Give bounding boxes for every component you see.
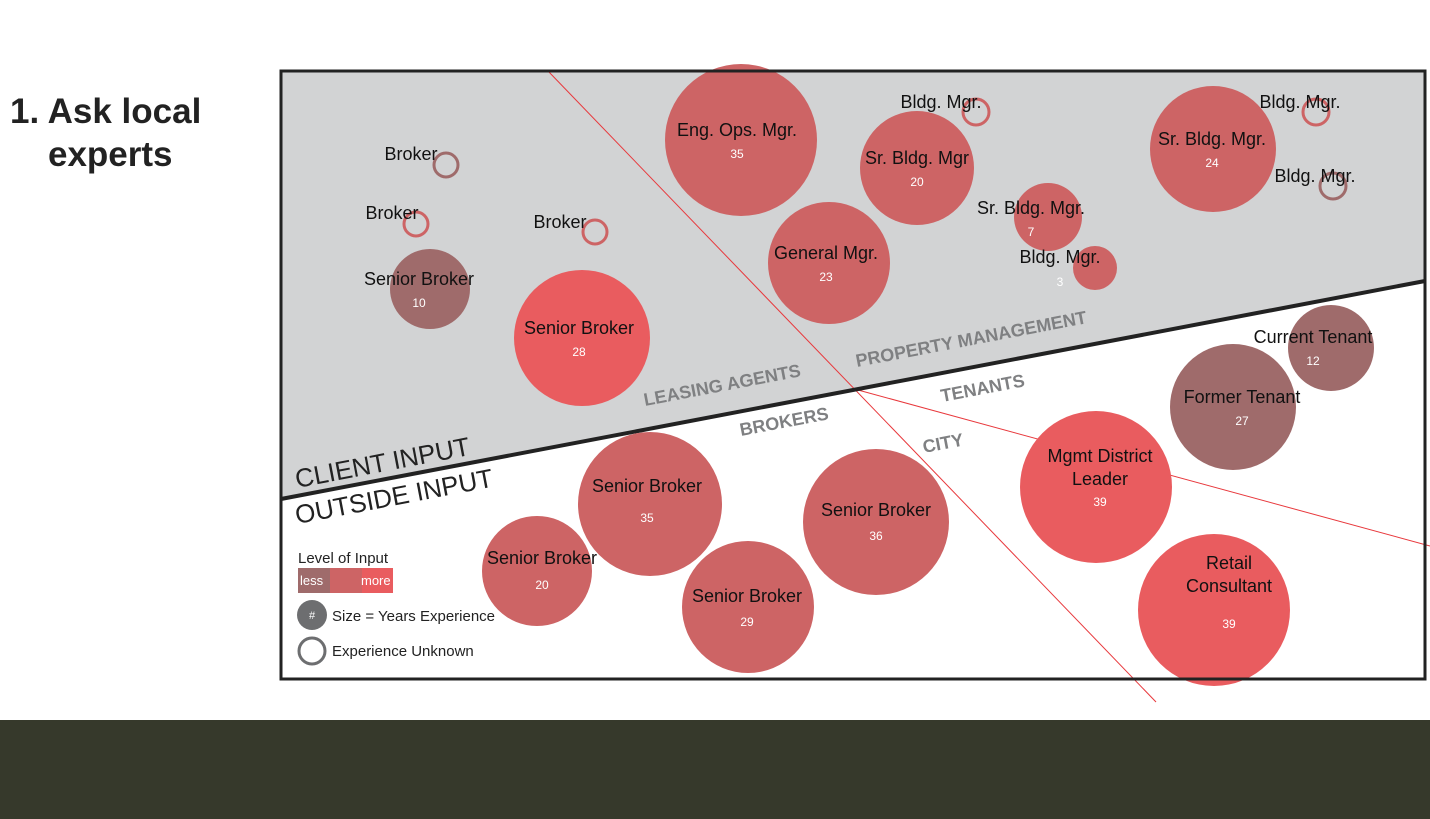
expert-label: Bldg. Mgr. [900,92,981,112]
expert-bubble [682,541,814,673]
legend-size-circle [297,600,327,630]
expert-years: 12 [1306,354,1320,368]
expert-label: Senior Broker [592,476,702,496]
expert-bubble [768,202,890,324]
expert-label: Sr. Bldg. Mgr. [1158,129,1266,149]
expert-label: Consultant [1186,576,1272,596]
divider-line-diagonal [547,70,1157,703]
expert-label: Bldg. Mgr. [1259,92,1340,112]
expert-bubble [482,516,592,626]
expert-label: Senior Broker [487,548,597,568]
legend-unknown-ring [297,636,327,666]
expert-label: Former Tenant [1184,387,1301,407]
city-label: CITY [921,430,965,457]
slide-title: 1. Ask local experts [10,90,201,176]
expert-years: 39 [1222,617,1236,631]
expert-label: Bldg. Mgr. [1019,247,1100,267]
expert-ring [402,210,430,238]
expert-label: Senior Broker [364,269,474,289]
expert-years: 20 [910,175,924,189]
slide-title-line-2: experts [48,135,173,174]
expert-bubble [1170,344,1296,470]
legend-more-label: more [361,573,391,588]
expert-label: Mgmt District [1048,446,1153,466]
expert-bubble [1288,305,1374,391]
expert-label: Sr. Bldg. Mgr. [977,198,1085,218]
expert-label: Broker [384,144,437,164]
expert-years: 24 [1205,156,1219,170]
footer-bar [0,720,1430,819]
expert-label: General Mgr. [774,243,878,263]
expert-label: Leader [1072,469,1128,489]
legend-less-label: less [300,573,324,588]
expert-bubble [514,270,650,406]
expert-years: 36 [869,529,883,543]
expert-years: 27 [1235,414,1249,428]
expert-label: Bldg. Mgr. [1274,166,1355,186]
tenants-label: TENANTS [939,370,1026,406]
legend-swatch-less [298,568,330,593]
legend-title: Level of Input [298,550,389,567]
expert-bubble [1073,246,1117,290]
expert-label: Broker [365,203,418,223]
expert-ring [961,97,991,127]
legend-swatch-mid [330,568,362,593]
expert-years: 20 [535,578,549,592]
expert-ring [1301,97,1331,127]
legend-unknown-label: Experience Unknown [332,643,474,660]
expert-ring [581,218,609,246]
expert-years: 39 [1093,495,1107,509]
expert-years: 29 [740,615,754,629]
legend-size-label: Size = Years Experience [332,608,495,625]
expert-bubble [665,64,817,216]
expert-label: Senior Broker [692,586,802,606]
expert-years: 3 [1057,275,1064,289]
diagram-frame [279,69,1427,681]
legend-swatch-more [362,568,393,593]
slide-title-line-1: 1. Ask local [10,92,202,131]
legend: Level of Input less more # Size = Years … [297,550,495,666]
expert-bubble [803,449,949,595]
expert-label: Sr. Bldg. Mgr [865,148,969,168]
expert-years: 28 [572,345,586,359]
expert-bubble [1014,183,1082,251]
expert-years: 7 [1028,225,1035,239]
expert-label: Senior Broker [524,318,634,338]
expert-years: 23 [819,270,833,284]
expert-ring [432,151,460,179]
expert-label: Broker [533,212,586,232]
expert-bubble [1138,534,1290,686]
expert-label: Senior Broker [821,500,931,520]
expert-years: 35 [640,511,654,525]
expert-bubble [1150,86,1276,212]
legend-size-symbol: # [309,610,316,622]
expert-bubble [860,111,974,225]
expert-ring [1318,171,1348,201]
expert-diagram: CLIENT INPUT OUTSIDE INPUT LEASING AGENT… [279,64,1430,703]
expert-bubble [390,249,470,329]
client-outside-divider [280,279,1426,501]
expert-label: Current Tenant [1254,327,1373,347]
expert-bubble [1020,411,1172,563]
expert-years: 10 [412,296,426,310]
expert-label: Eng. Ops. Mgr. [677,120,797,140]
expert-label: Retail [1206,553,1252,573]
expert-bubble [578,432,722,576]
expert-years: 35 [730,147,744,161]
